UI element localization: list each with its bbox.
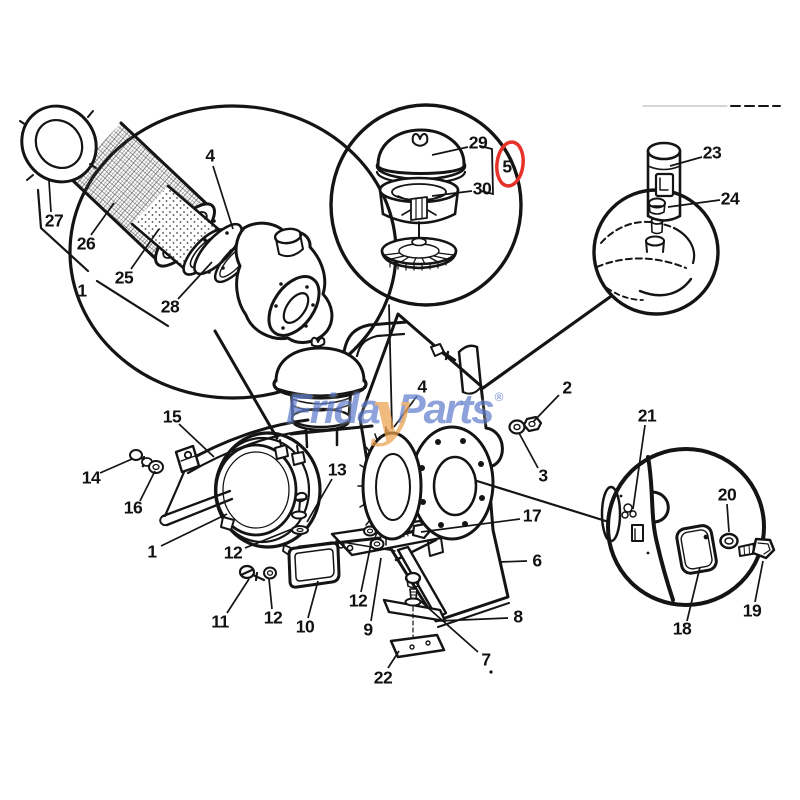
watermark-text-frida: Frida <box>286 385 381 432</box>
detail-circle-air-filter <box>19 104 398 400</box>
main-assembly <box>129 312 543 674</box>
watermark-swoosh: y <box>371 378 407 448</box>
watermark-text-parts: Parts <box>397 385 495 432</box>
shim-plate <box>389 633 446 659</box>
filter-end-cap <box>19 104 98 184</box>
detail-circle-sensor <box>592 141 720 316</box>
detail-circle-cover <box>600 447 776 607</box>
detail-circle-precleaner <box>329 103 523 307</box>
indicator-23 <box>646 141 682 222</box>
cover-plate-18 <box>675 524 718 575</box>
registered-mark: ® <box>494 390 504 404</box>
precleaner-assembled <box>272 336 368 449</box>
bracket-10 <box>287 541 341 589</box>
